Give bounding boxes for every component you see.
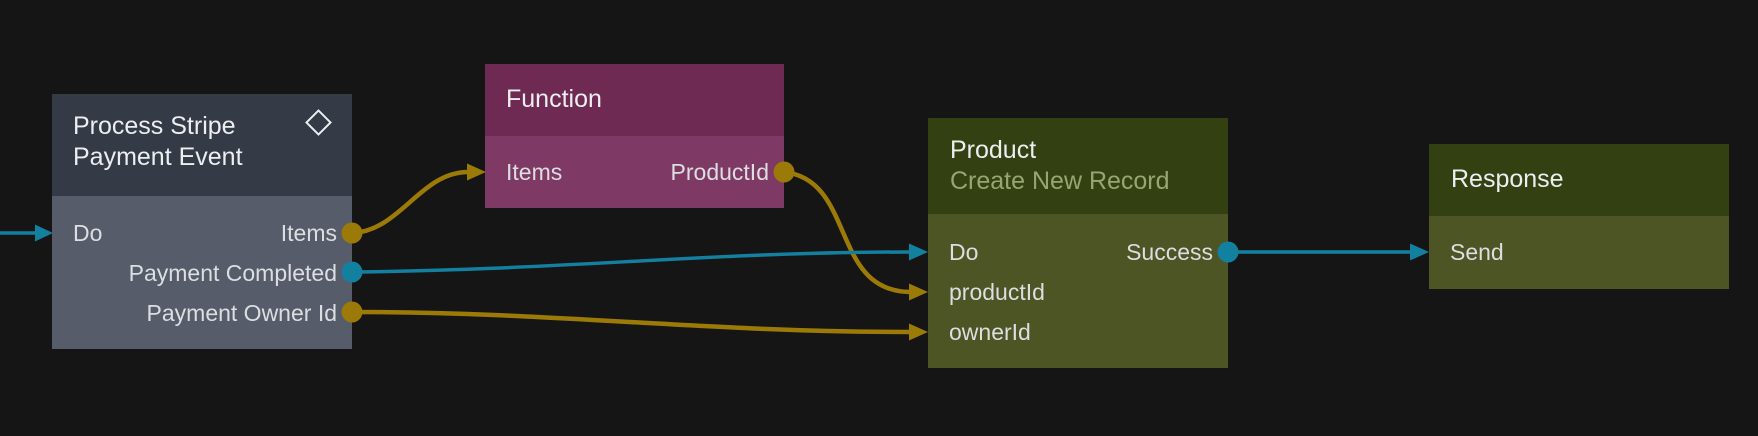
port-success[interactable]: Success [1126, 238, 1213, 265]
port-do[interactable]: Do [73, 219, 103, 246]
node-body: Items ProductId [485, 136, 784, 208]
arrowhead-function-items [467, 163, 486, 181]
port-payment-owner-id[interactable]: Payment Owner Id [146, 299, 337, 326]
component-diamond-icon [305, 109, 332, 136]
node-product-create-new-record[interactable]: Product Create New Record Do Success pro… [928, 118, 1228, 368]
wire-productid-to-product-productid[interactable] [783, 169, 911, 295]
arrowhead-product-productid [909, 283, 928, 301]
port-do[interactable]: Do [949, 238, 979, 265]
wire-payment-completed-to-product-do[interactable] [351, 250, 911, 274]
port-productid[interactable]: ProductId [670, 158, 769, 185]
node-subtitle: Create New Record [950, 167, 1170, 195]
node-header: Response [1429, 144, 1729, 216]
node-process-stripe-payment-event[interactable]: Process Stripe Payment Event Do Items Pa… [52, 94, 352, 349]
port-ownerid[interactable]: ownerId [949, 318, 1031, 345]
wire-items-to-function-items[interactable] [351, 169, 468, 236]
arrowhead-product-ownerid [909, 323, 928, 341]
node-function[interactable]: Function Items ProductId [485, 64, 784, 208]
arrowhead-product-do [909, 243, 928, 261]
port-productid[interactable]: productId [949, 278, 1045, 305]
node-body: Do Success productId ownerId [928, 214, 1228, 368]
node-body: Do Items Payment Completed Payment Owner… [52, 196, 352, 349]
node-header: Function [485, 64, 784, 136]
port-send[interactable]: Send [1450, 238, 1504, 265]
node-title: Function [506, 85, 602, 113]
arrowhead-do-node1 [35, 224, 53, 242]
wire-payment-owner-id-to-product-ownerid[interactable] [351, 309, 911, 335]
node-title: Product [950, 136, 1037, 164]
node-header: Process Stripe Payment Event [52, 94, 352, 196]
port-payment-completed[interactable]: Payment Completed [128, 259, 337, 286]
node-response[interactable]: Response Send [1429, 144, 1729, 289]
node-title: Process Stripe Payment Event [73, 112, 243, 171]
port-items[interactable]: Items [506, 158, 563, 185]
arrowhead-response-send [1410, 243, 1429, 261]
node-body: Send [1429, 216, 1729, 289]
node-title: Response [1451, 165, 1564, 193]
node-header: Product Create New Record [928, 118, 1228, 214]
port-items[interactable]: Items [280, 219, 337, 246]
